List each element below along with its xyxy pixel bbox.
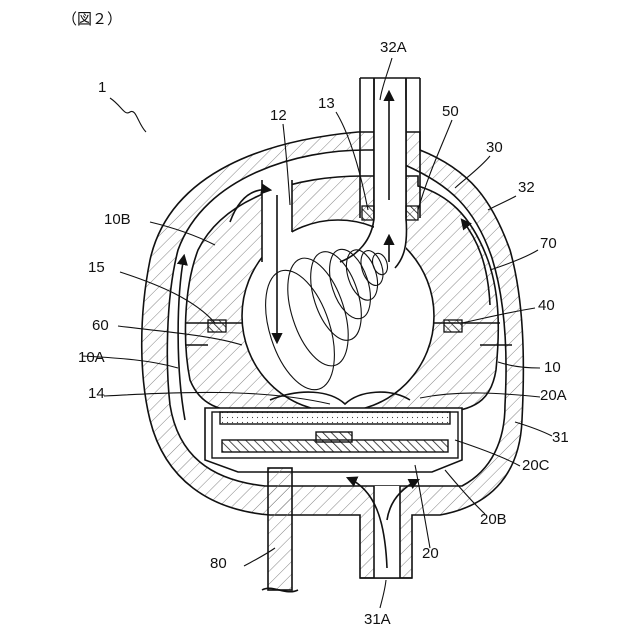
support-post [268, 468, 292, 590]
label-31A: 31A [364, 612, 391, 627]
label-40: 40 [538, 298, 555, 313]
label-31: 31 [552, 430, 569, 445]
sensor-chip [316, 432, 352, 442]
label-32: 32 [518, 180, 535, 195]
label-32A: 32A [380, 40, 407, 55]
label-10: 10 [544, 360, 561, 375]
label-20B: 20B [480, 512, 507, 527]
label-20A: 20A [540, 388, 567, 403]
seal-15 [208, 320, 226, 332]
label-15: 15 [88, 260, 105, 275]
label-50: 50 [442, 104, 459, 119]
label-70: 70 [540, 236, 557, 251]
label-60: 60 [92, 318, 109, 333]
seal-right [406, 206, 418, 220]
label-1: 1 [98, 80, 106, 95]
label-80: 80 [210, 556, 227, 571]
label-10A: 10A [78, 350, 105, 365]
filter-element [220, 412, 450, 424]
label-12: 12 [270, 108, 287, 123]
label-13: 13 [318, 96, 335, 111]
label-10B: 10B [104, 212, 131, 227]
label-14: 14 [88, 386, 105, 401]
label-20: 20 [422, 546, 439, 561]
label-30: 30 [486, 140, 503, 155]
seal-40 [444, 320, 462, 332]
label-20C: 20C [522, 458, 550, 473]
